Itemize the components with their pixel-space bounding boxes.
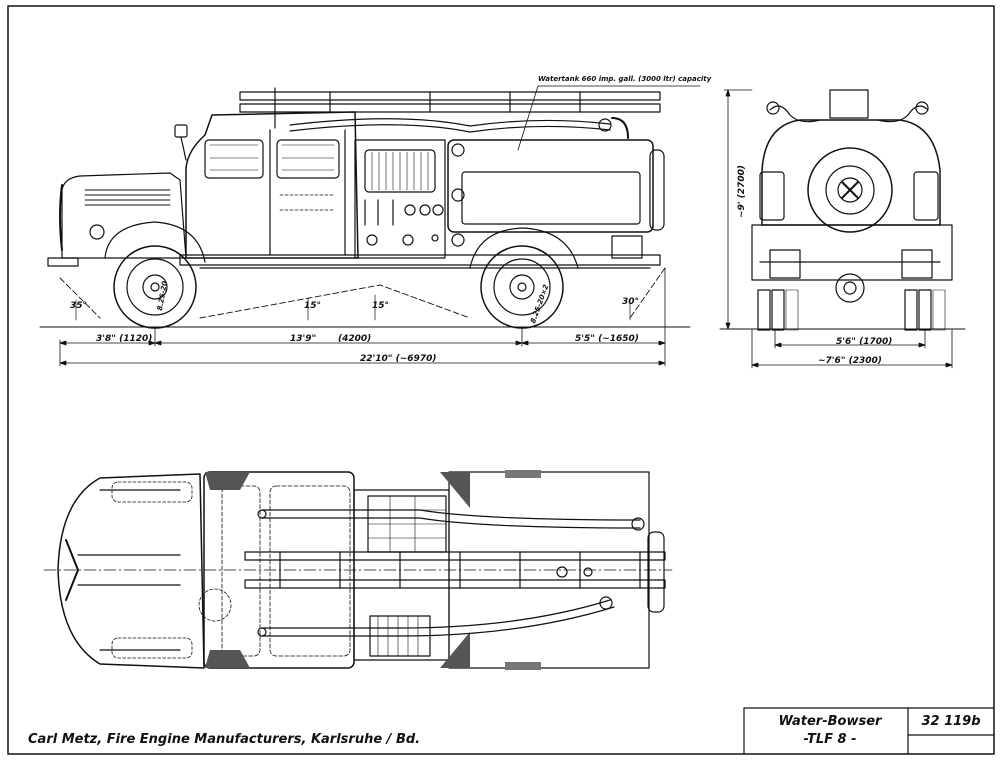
side-view-truck — [39, 85, 701, 329]
rear-view-truck — [719, 89, 966, 331]
angle-mid-left-label: 15° — [304, 301, 322, 311]
manufacturer-caption: Carl Metz, Fire Engine Manufacturers, Ka… — [28, 732, 421, 747]
track-width-dimension: 5'6" (1700) — [836, 337, 893, 347]
overall-height-dimension: ~9' (2700) — [737, 165, 747, 218]
wheelbase-feet-dimension: 13'9" — [290, 334, 317, 344]
title-block — [743, 707, 995, 755]
rear-overhang-dimension: 5'5" (~1650) — [575, 334, 639, 344]
angle-mid-right-label: 15° — [372, 301, 390, 311]
tank-capacity-note: Watertank 660 imp. gall. (3000 ltr) capa… — [538, 75, 712, 83]
angle-front-label: 35° — [70, 301, 88, 311]
top-view-truck — [43, 470, 673, 670]
drawing-title-line1: Water-Bowser — [778, 714, 882, 729]
rear-view-dimensions — [723, 89, 953, 369]
front-overhang-dimension: 3'8" (1120) — [96, 334, 153, 344]
side-view-dimensions — [59, 267, 666, 367]
wheelbase-mm-dimension: (4200) — [338, 334, 372, 344]
angle-rear-label: 30° — [622, 297, 640, 307]
total-length-dimension: 22'10" (~6970) — [360, 354, 437, 364]
sheet-border — [7, 5, 995, 755]
drawing-number: 32 119b — [921, 714, 981, 729]
overall-width-dimension: ~7'6" (2300) — [818, 356, 882, 366]
drawing-title-line2: -TLF 8 - — [803, 732, 857, 747]
